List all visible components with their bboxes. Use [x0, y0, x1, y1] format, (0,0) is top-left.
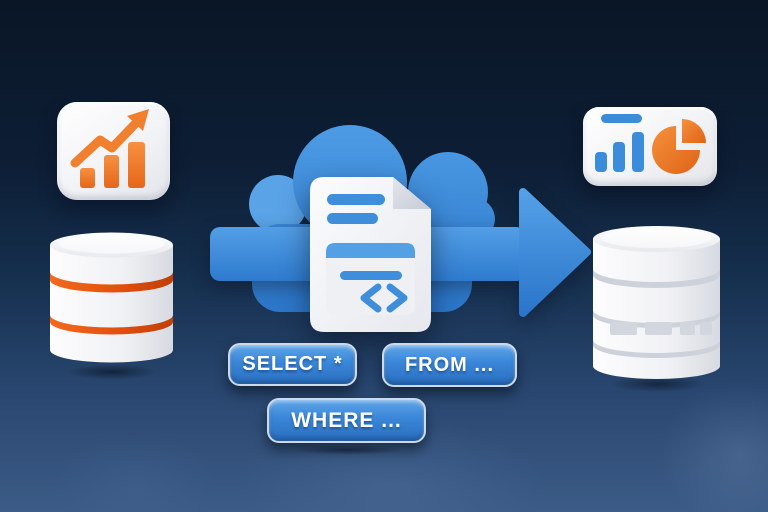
arrow-head [519, 188, 591, 317]
dashboard-pie-main [652, 126, 700, 174]
sql-chip-where: WHERE ... [267, 398, 426, 443]
dashboard-bar-3 [632, 132, 644, 172]
sql-chip-from-label: FROM ... [404, 353, 495, 376]
where-chip-shadow [272, 443, 424, 457]
document-folded-corner [393, 177, 431, 209]
db2-band-2 [593, 275, 720, 323]
floor-glow-left [20, 410, 250, 512]
code-panel-line [340, 271, 402, 280]
sql-chip-where-label: WHERE ... [291, 408, 402, 432]
db2-vent-slots [610, 322, 712, 335]
growth-bar-chart-icon [57, 102, 170, 200]
document-text-line-1 [327, 194, 385, 205]
trend-bar-3 [128, 142, 145, 188]
db-band-2 [50, 280, 173, 328]
trend-line [70, 119, 140, 168]
sql-chip-from: FROM ... [382, 343, 517, 387]
sql-document-svg [310, 177, 431, 332]
source-database-icon [50, 232, 173, 363]
dashboard-svg [595, 114, 706, 174]
cloud-back-lobe [249, 175, 307, 233]
trend-bar-2 [104, 155, 119, 188]
dashboard-bar-1 [595, 152, 607, 172]
sql-script-document-icon [302, 168, 440, 340]
trend-bar-1 [80, 168, 95, 188]
trend-arrow-head [127, 109, 149, 131]
dashboard-title-pill [601, 114, 642, 123]
code-brackets-icon [360, 283, 408, 313]
trend-chart-svg [70, 109, 149, 188]
db2-top-highlight [601, 228, 712, 248]
target-database-icon [593, 226, 720, 379]
code-panel-header [326, 243, 415, 258]
db-top-highlight [58, 234, 165, 254]
analytics-dashboard-icon [583, 107, 717, 186]
dashboard-bar-2 [613, 142, 625, 172]
dashboard-pie-slice [682, 119, 706, 143]
document-text-line-2 [327, 213, 378, 224]
sql-chip-select: SELECT * [228, 343, 357, 386]
sql-chip-select-label: SELECT * [242, 353, 343, 375]
